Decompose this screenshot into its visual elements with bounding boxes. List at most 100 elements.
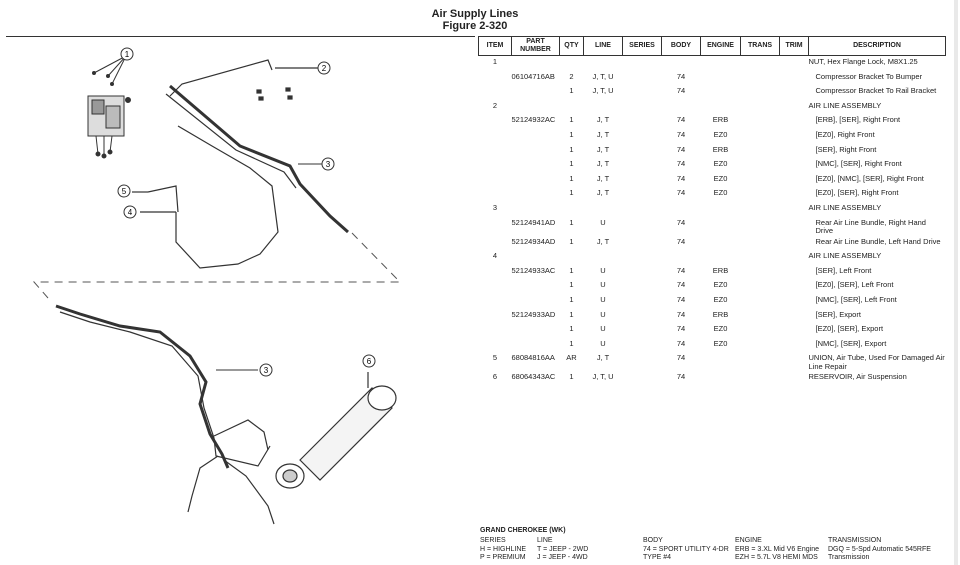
cell-qty: 1 [569,188,574,198]
cell-part-number: 52124934AD [511,236,556,246]
cell-trans [741,144,780,159]
cell-qty: 1 [569,236,574,246]
cell-trans [741,338,780,353]
cell-trans [741,265,780,280]
cell-part-number [512,323,560,338]
legend-series-2: P = PREMIUM [480,554,526,561]
cell-part-number [512,250,560,265]
cell-qty: 1 [569,159,574,169]
cell-engine [701,371,741,386]
cell-body: 74 [676,129,686,139]
cell-part-number [512,187,560,202]
cell-description: [SER], Left Front [815,265,872,275]
cell-description: [EZ0], [NMC], [SER], Right Front [815,173,924,183]
cell-engine [701,100,741,115]
cell-part-number [512,279,560,294]
cell-part-number [512,202,560,217]
cell-body: 74 [676,86,686,96]
cell-trans [741,56,780,71]
cell-trans [741,129,780,144]
cell-part-number: 68084816AA [511,353,555,363]
col-series: SERIES [622,36,662,56]
cell-trim [780,294,809,309]
cell-engine [701,85,741,100]
cell-trim [780,158,809,173]
cell-engine: EZ0 [713,173,728,183]
cell-qty: 1 [569,86,574,96]
callout-4-label: 4 [128,208,133,217]
cell-item [479,114,512,129]
cell-body: 74 [676,115,686,125]
cell-trans [741,100,780,115]
cell-part-number [512,100,560,115]
legend-trans-1: DGQ = 5-Spd Automatic 545RFE [828,545,931,553]
cell-qty: 1 [569,115,574,125]
cell-part-number: 68064343AC [511,372,556,382]
cell-trim [780,114,809,129]
cell-description: [EZ0], [SER], Left Front [815,280,894,290]
cell-line: U [600,309,606,319]
cell-trim [780,144,809,159]
cell-line [584,100,623,115]
cell-trans [741,71,780,86]
legend-body: BODY 74 = SPORT UTILITY 4-DR TYPE #4 [643,537,729,563]
cell-item: 2 [492,100,498,110]
cell-trim [780,236,809,251]
cell-series [623,144,662,159]
cell-body: 74 [676,173,686,183]
cell-body: 74 [676,159,686,169]
cell-description: Compressor Bracket To Rail Bracket [815,86,937,96]
callout-3: 3 [321,157,335,171]
cell-trim [780,56,809,71]
cell-engine: EZ0 [713,324,728,334]
title-text: Air Supply Lines [431,8,519,20]
cell-part-number [512,338,560,353]
cell-qty: 1 [569,372,574,382]
cell-series [623,217,662,236]
cell-item [479,323,512,338]
col-trans: TRANS [740,36,780,56]
cell-engine: EZ0 [713,129,728,139]
cell-trans [741,114,780,129]
cell-trans [741,158,780,173]
cell-body [662,56,701,71]
legend-trans-2: Transmission [828,554,870,561]
cell-engine: ERB [712,144,729,154]
cell-engine: EZ0 [713,294,728,304]
cell-body: 74 [676,372,686,382]
cell-qty: 1 [569,294,574,304]
legend-line-head: LINE [537,537,553,544]
col-line: LINE [583,36,623,56]
cell-trans [741,85,780,100]
cell-engine [701,202,741,217]
col-engine: ENGINE [700,36,741,56]
legend-engine-2: EZH = 5.7L V8 HEMI MDS [735,554,818,561]
cell-part-number: 52124933AD [511,309,556,319]
cell-description: AIR LINE ASSEMBLY [808,251,882,261]
cell-trim [780,100,809,115]
callout-5-label: 5 [122,187,127,196]
cell-engine [701,71,741,86]
col-description: DESCRIPTION [808,36,946,56]
cell-item [479,173,512,188]
cell-description: [EZ0], Right Front [815,129,875,139]
cell-line [584,202,623,217]
cell-engine: ERB [712,115,729,125]
cell-item [479,187,512,202]
scrollbar-track[interactable] [954,0,958,565]
cell-body: 74 [676,324,686,334]
cell-description: [EZ0], [SER], Export [815,324,884,334]
cell-line: J, T, U [592,86,614,96]
legend-line-1: T = JEEP - 2WD [537,545,589,553]
cell-trans [741,236,780,251]
callout-3-lower-label: 3 [264,366,269,375]
cell-qty: 1 [569,309,574,319]
cell-body: 74 [676,353,686,363]
cell-line: J, T [596,159,610,169]
